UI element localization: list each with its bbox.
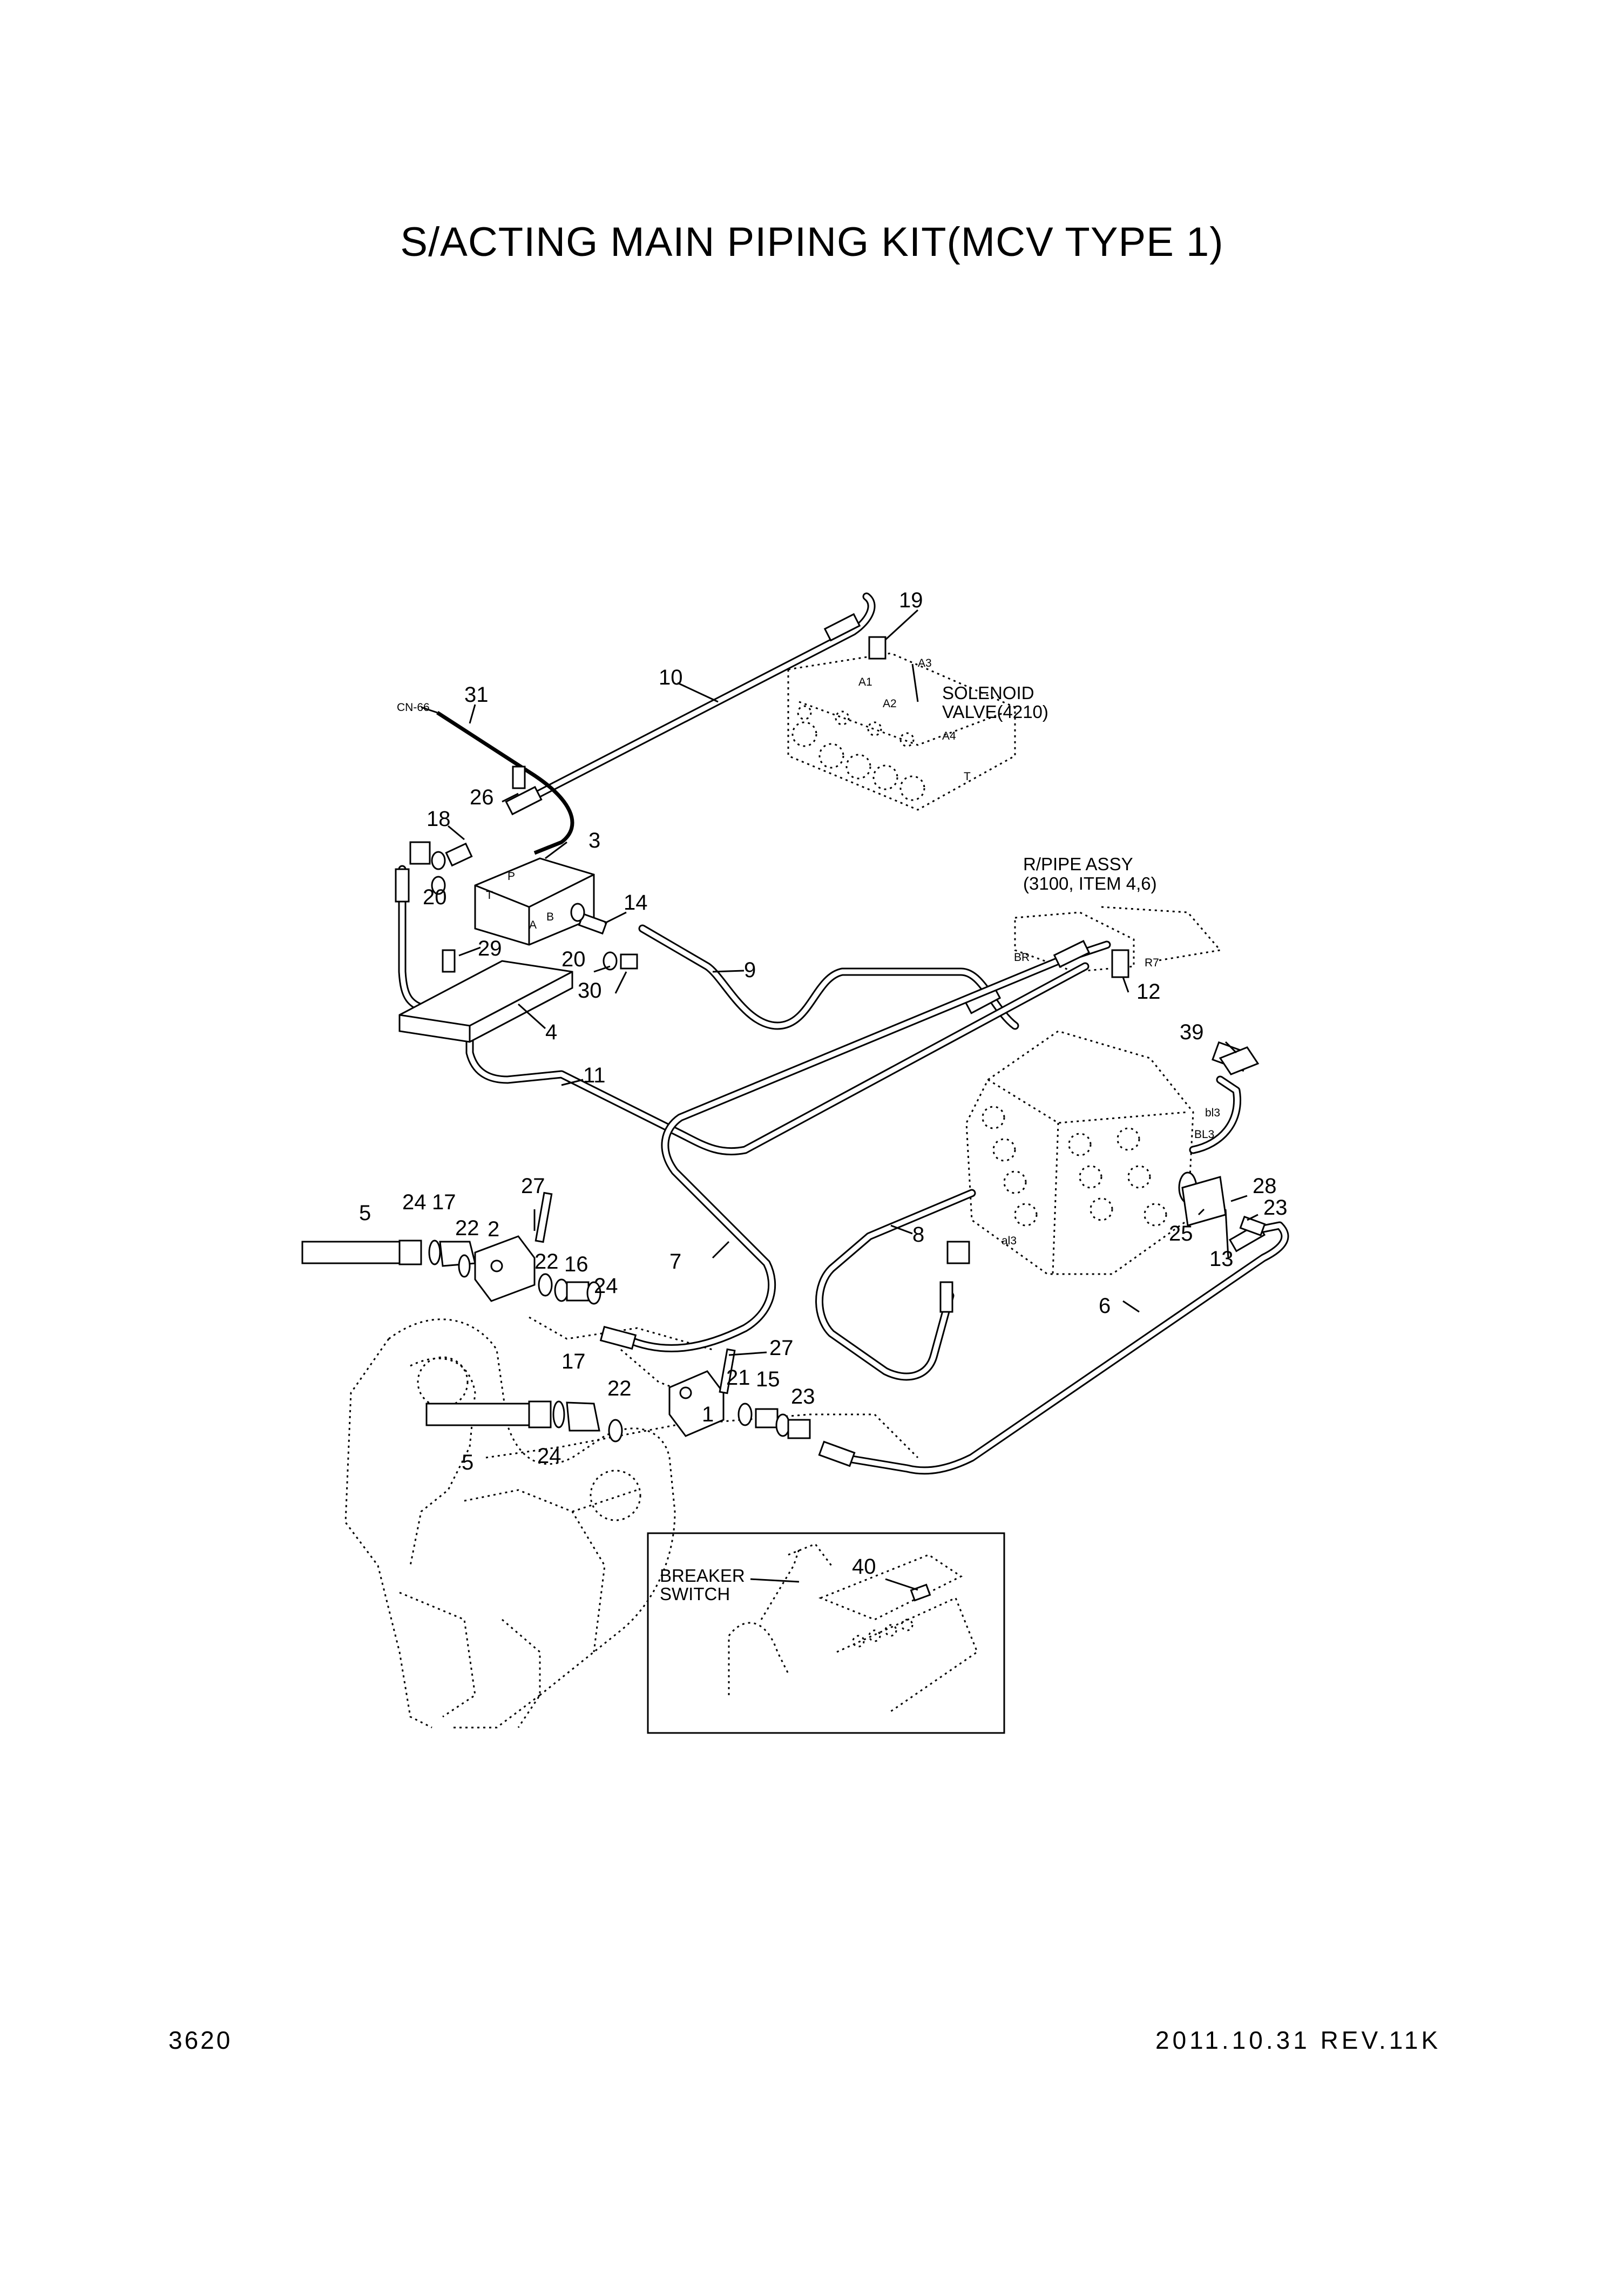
callout-numbers: 1 2 3 4 5 5 6 7 8 9 10 11 12 13 14 15 16… <box>359 588 1288 1579</box>
callout-5-upper: 5 <box>359 1201 371 1225</box>
callout-24-left: 24 <box>402 1190 427 1214</box>
port-a3-label: A3 <box>918 657 932 669</box>
cn66-label: CN-66 <box>397 701 430 714</box>
fittings <box>409 636 1266 1264</box>
breaker-label-line2: SWITCH <box>660 1584 730 1604</box>
port-a-label: A <box>529 919 537 931</box>
solenoid-label-line1: SOLENOID <box>942 683 1034 703</box>
callout-7: 7 <box>669 1250 681 1274</box>
callout-18: 18 <box>427 807 451 831</box>
callout-22-lower: 22 <box>607 1377 632 1400</box>
callout-24-lower: 24 <box>537 1444 561 1468</box>
callout-20-upper: 20 <box>423 885 447 909</box>
callout-23-lower: 23 <box>791 1385 815 1408</box>
callout-22-middle: 22 <box>534 1250 559 1274</box>
callout-1: 1 <box>702 1403 714 1426</box>
leader-lines <box>421 609 1258 1356</box>
callout-17-lower: 17 <box>561 1350 586 1373</box>
port-al3-label: al3 <box>1002 1235 1017 1247</box>
callout-8: 8 <box>912 1223 924 1247</box>
callout-13: 13 <box>1209 1247 1234 1271</box>
sol-port-a1: A1 <box>858 676 872 688</box>
callout-6: 6 <box>1099 1294 1111 1318</box>
callout-27-lower: 27 <box>769 1336 794 1360</box>
solenoid-label-line2: VALVE(4210) <box>942 702 1048 722</box>
hose-10 <box>505 592 876 816</box>
callout-16: 16 <box>564 1252 588 1276</box>
breaker-label-line1: BREAKER <box>660 1566 745 1586</box>
mounting-plate-4 <box>398 960 573 1043</box>
callout-3: 3 <box>588 829 600 852</box>
page-title: S/ACTING MAIN PIPING KIT(MCV TYPE 1) <box>400 219 1224 265</box>
callout-17-upper: 17 <box>432 1190 456 1214</box>
callout-24-middle: 24 <box>594 1274 618 1298</box>
sol-port-t: T <box>964 770 971 783</box>
hose-7 <box>599 940 1111 1352</box>
hose-9 <box>638 924 1019 1030</box>
port-bl3-lower-label: bl3 <box>1205 1107 1220 1119</box>
callout-30: 30 <box>578 979 602 1003</box>
hose-8 <box>815 1189 976 1381</box>
callout-31: 31 <box>464 683 489 707</box>
hose-5-upper <box>301 1240 476 1278</box>
callout-11: 11 <box>583 1064 606 1087</box>
callout-14: 14 <box>624 891 648 915</box>
callout-28: 28 <box>1253 1174 1277 1198</box>
callout-25: 25 <box>1169 1222 1193 1245</box>
callout-9: 9 <box>744 958 756 982</box>
main-control-valve: bl3 BL3 al3 <box>965 1030 1220 1275</box>
callout-23-right: 23 <box>1263 1196 1288 1220</box>
hose-bl3 <box>1189 1075 1241 1154</box>
port-p-label: P <box>508 870 515 883</box>
port-bl3-upper-label: BL3 <box>1194 1128 1214 1141</box>
hose-18 <box>395 865 431 1014</box>
revision-date: 2011.10.31 REV.11K <box>1155 2026 1442 2054</box>
callout-39: 39 <box>1180 1020 1204 1044</box>
callout-12: 12 <box>1136 980 1161 1004</box>
callout-4: 4 <box>545 1020 557 1044</box>
callout-21: 21 <box>726 1366 750 1390</box>
callout-27-upper: 27 <box>521 1174 545 1198</box>
rpipe-label-line1: R/PIPE ASSY <box>1023 854 1133 874</box>
solenoid-valve: A1 A2 A4 T A3 <box>787 652 1016 811</box>
page-number: 3620 <box>168 2026 233 2054</box>
port-t-label: T <box>486 889 493 902</box>
callout-19: 19 <box>899 588 923 612</box>
callout-15: 15 <box>756 1367 780 1391</box>
callout-20-lower: 20 <box>561 947 586 971</box>
port-br-label: BR <box>1014 951 1030 964</box>
callout-22-upper: 22 <box>455 1216 479 1240</box>
callout-5-lower: 5 <box>462 1451 473 1474</box>
port-r7-label: R7 <box>1145 957 1159 969</box>
bracket-1 <box>668 1348 811 1439</box>
bracket-2 <box>474 1191 601 1305</box>
callout-29: 29 <box>478 937 502 960</box>
rpipe-assy: BR R7 <box>1014 906 1222 973</box>
cab-and-boom-outline <box>344 1316 919 1729</box>
hose-11 <box>465 962 1090 1156</box>
callout-10: 10 <box>659 666 683 689</box>
sol-port-a2: A2 <box>883 697 897 710</box>
callout-40: 40 <box>852 1555 876 1579</box>
callout-26: 26 <box>470 785 494 809</box>
sol-port-a4: A4 <box>942 730 956 742</box>
valve-block-3: P T A B <box>474 857 595 946</box>
callout-2: 2 <box>488 1217 499 1241</box>
hose-5-lower <box>425 1400 623 1443</box>
rpipe-label-line2: (3100, ITEM 4,6) <box>1023 873 1157 893</box>
wire-31 <box>436 711 574 855</box>
port-b-label: B <box>546 911 554 923</box>
fitting-39 <box>1219 1046 1260 1075</box>
diagram-labels: SOLENOID VALVE(4210) R/PIPE ASSY (3100, … <box>397 683 1157 1604</box>
breaker-switch-inset <box>647 1532 1005 1734</box>
